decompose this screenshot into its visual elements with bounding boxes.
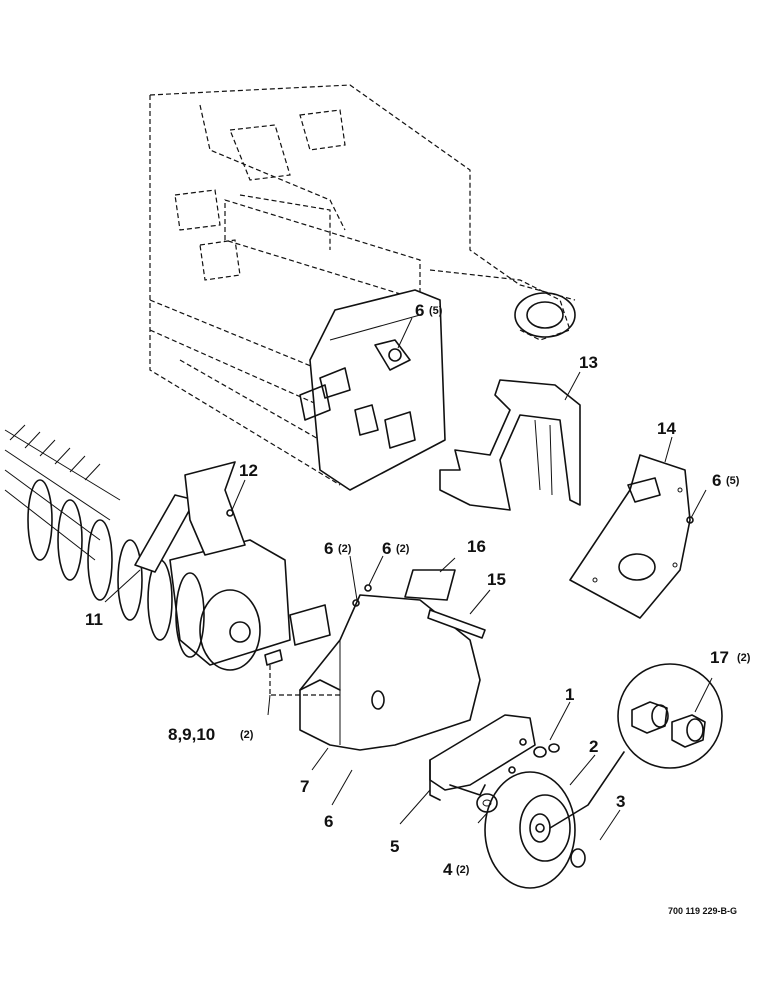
callout-6-housing-right: 6 (2) (382, 539, 410, 558)
callout-number: 11 (85, 610, 103, 629)
callout-8-9-10: 8,9,10 (2) (168, 725, 254, 744)
callout-number: 3 (616, 792, 625, 811)
callout-number: 4 (443, 860, 453, 879)
part-13-shield (439, 379, 581, 511)
callout-number: 8,9,10 (168, 725, 215, 744)
callout-number: 16 (467, 537, 486, 556)
callout-number: 6 (324, 812, 333, 831)
callout-16: 16 (467, 537, 486, 556)
part-2-wheel (484, 771, 576, 889)
callout-4: 4 (2) (443, 860, 470, 879)
callout-number: 5 (390, 837, 399, 856)
auger-reel (4, 424, 291, 671)
callout-number: 17 (710, 648, 729, 667)
callout-number: 2 (589, 737, 598, 756)
callout-number: 15 (487, 570, 506, 589)
callout-17: 17 (2) (710, 648, 751, 667)
callout-14: 14 (657, 419, 676, 438)
callout-6-plate: 6 (5) (712, 471, 740, 490)
callout-11: 11 (85, 610, 103, 629)
part-3-cap (570, 848, 586, 868)
part-15-strip (427, 609, 486, 639)
bolts-8-9-10 (264, 604, 340, 696)
callout-number: 14 (657, 419, 676, 438)
part-7-housing (299, 584, 481, 751)
callout-number: 6 (324, 539, 333, 558)
callout-number: 6 (382, 539, 391, 558)
part-17-detail (549, 663, 723, 829)
callout-quantity: (2) (737, 652, 751, 664)
callout-quantity: (2) (456, 864, 470, 876)
callout-number: 6 (415, 301, 424, 320)
callout-number: 6 (712, 471, 721, 490)
part-16-pad (404, 569, 456, 601)
callout-quantity: (5) (726, 475, 740, 487)
callout-12: 12 (239, 461, 258, 480)
callout-3: 3 (616, 792, 625, 811)
callout-quantity: (2) (396, 543, 410, 555)
callout-6-bottom: 6 (324, 812, 333, 831)
callout-15: 15 (487, 570, 506, 589)
part-12-bracket (184, 461, 246, 556)
callout-number: 13 (579, 353, 598, 372)
frame-end-plate (299, 289, 446, 491)
part-14-cover-plate (569, 454, 694, 619)
callout-number: 12 (239, 461, 258, 480)
leader-lines (104, 317, 713, 841)
callout-5: 5 (390, 837, 399, 856)
callout-quantity: (5) (429, 305, 443, 317)
callout-quantity: (2) (338, 543, 352, 555)
part-1-hardware (508, 743, 560, 774)
part-11-shield (134, 494, 196, 573)
callout-13: 13 (579, 353, 598, 372)
reference-code: 700 119 229-B-G (668, 906, 737, 916)
part-4-washer (476, 793, 498, 813)
callout-1: 1 (565, 685, 574, 704)
callout-number: 7 (300, 777, 309, 796)
callout-6-housing-left: 6 (2) (324, 539, 352, 558)
callout-2: 2 (589, 737, 598, 756)
callout-number: 1 (565, 685, 574, 704)
callout-7: 7 (300, 777, 309, 796)
callout-quantity: (2) (240, 729, 254, 741)
callout-6-frame: 6 (5) (415, 301, 443, 320)
part-5-spindle-bracket (429, 714, 536, 801)
